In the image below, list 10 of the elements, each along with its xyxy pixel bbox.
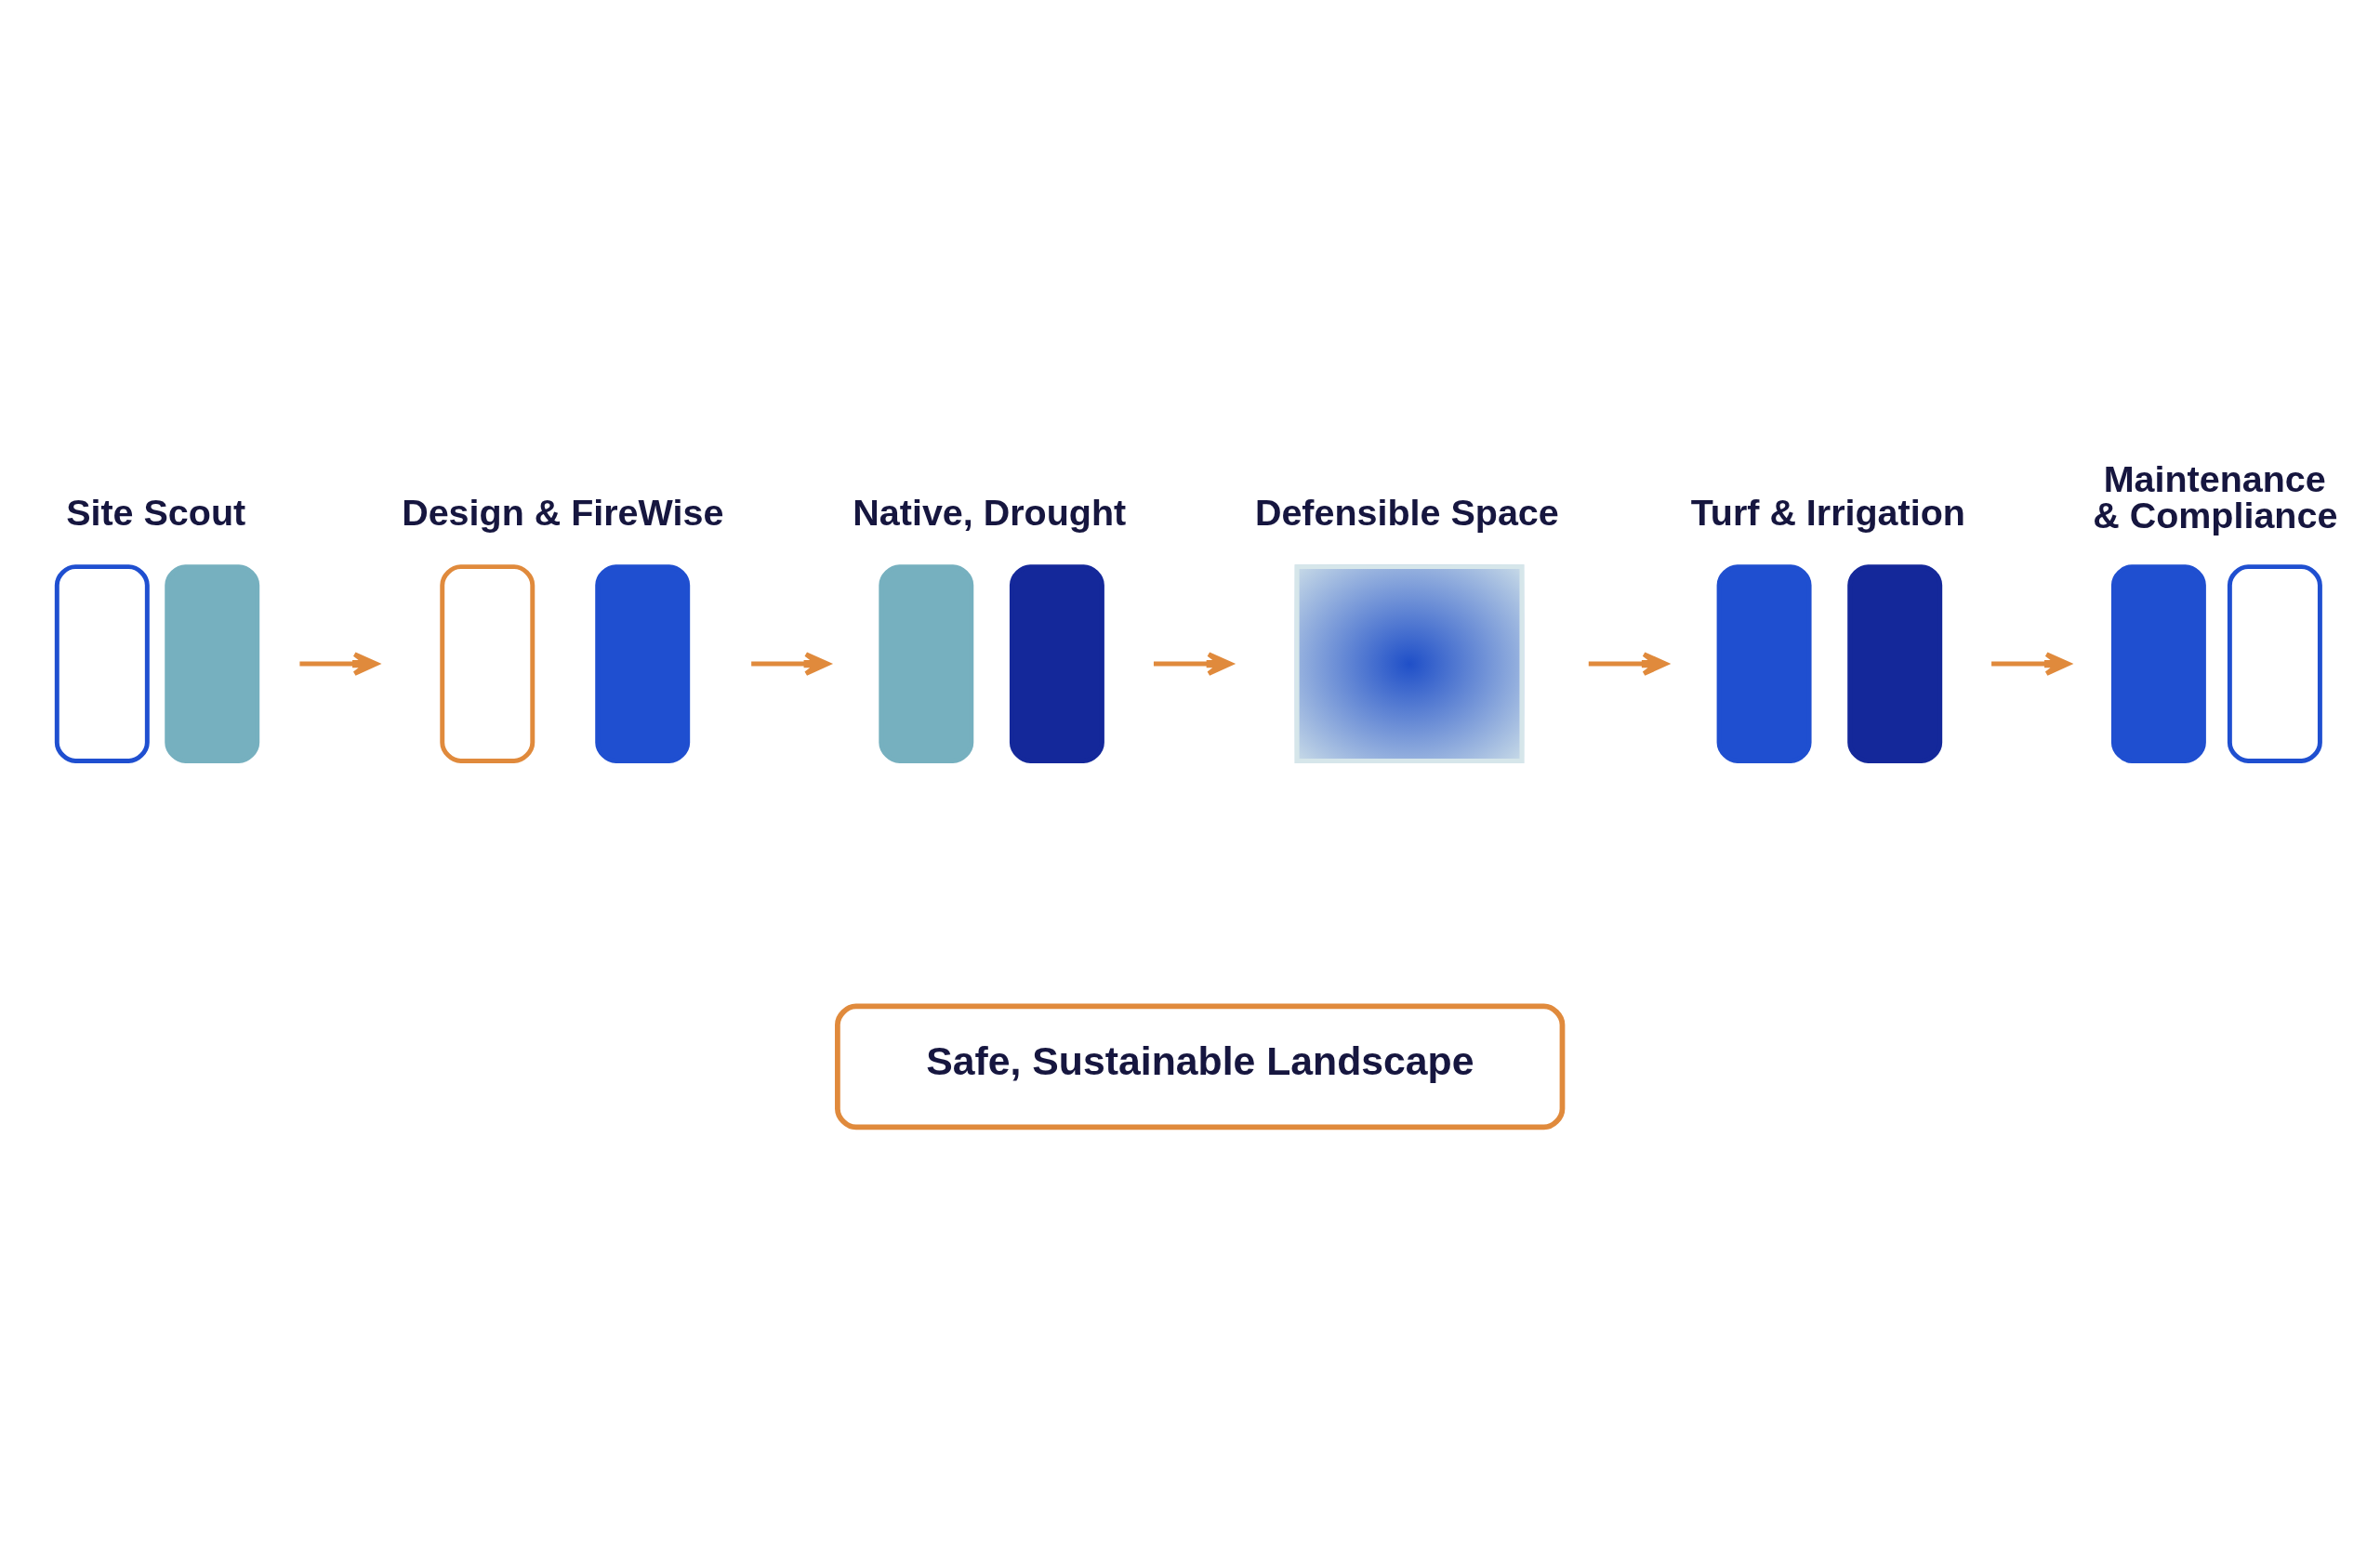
arrow (1153, 651, 1233, 676)
node-label: Maintenance & Compliance (2093, 457, 2338, 536)
node-label: Design & FireWise (402, 491, 724, 533)
node-label: Native, Drought (853, 491, 1127, 533)
node-label: Turf & Irrigation (1690, 491, 1965, 533)
node-label: Site Scout (66, 491, 246, 533)
node-label: Defensible Space (1254, 491, 1559, 533)
arrow (751, 651, 830, 676)
node-box: Safe, Sustainable Landscape (835, 1003, 1566, 1130)
arrow (1588, 651, 1668, 676)
